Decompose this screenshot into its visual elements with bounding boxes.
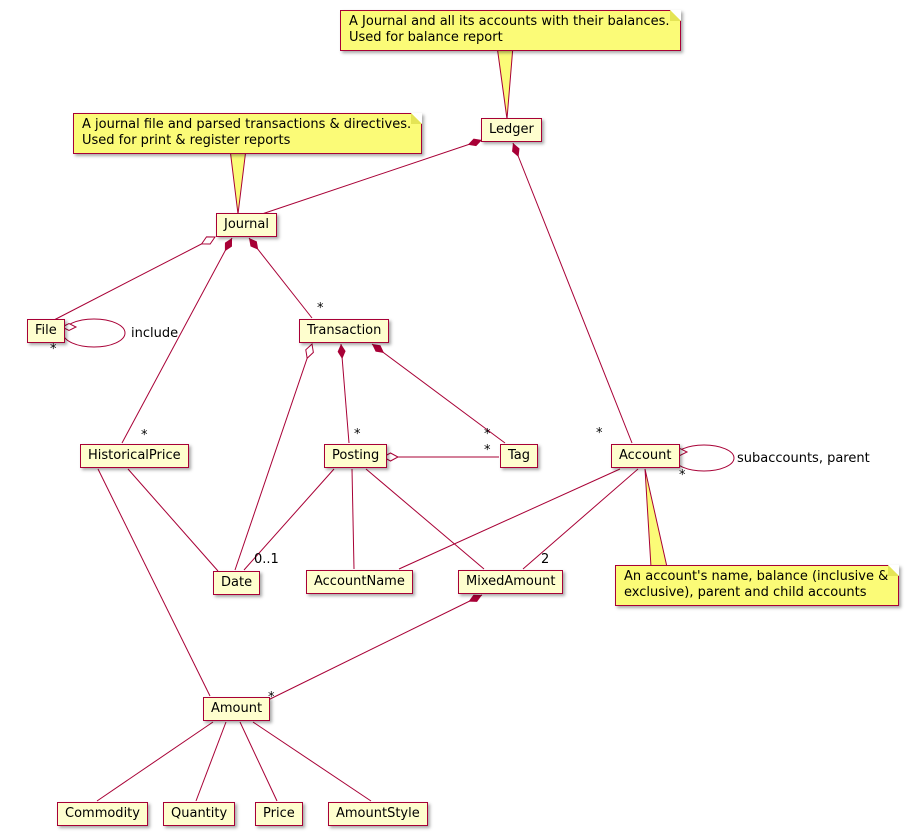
edge-amount-quantity (195, 721, 227, 802)
note-journal-line-2: Used for print & register reports (82, 133, 291, 148)
note-account: An account's name, balance (inclusive & … (615, 565, 900, 606)
class-posting: Posting (324, 444, 388, 468)
class-mixedamount: MixedAmount (458, 570, 564, 594)
class-transaction: Transaction (299, 319, 390, 343)
edge-amount-amountstyle (252, 721, 372, 802)
multiplicity-transaction-posting: * (354, 427, 361, 442)
edge-amount-commodity (96, 721, 214, 802)
class-date: Date (213, 571, 261, 595)
note-ledger-line-1: A Journal and all its accounts with thei… (349, 14, 670, 29)
class-amount: Amount (203, 697, 271, 721)
edge-file-self-loop (62, 318, 126, 348)
class-journal: Journal (216, 213, 277, 237)
multiplicity-file-loop: * (50, 342, 57, 357)
multiplicity-journal-historicalprice: * (141, 428, 148, 443)
edge-label-subaccounts-parent: subaccounts, parent (737, 451, 870, 466)
note-ledger-line-2: Used for balance report (349, 30, 503, 45)
class-account: Account (611, 444, 680, 468)
note-account-line-1: An account's name, balance (inclusive & (624, 569, 889, 584)
multiplicity-account-mixedamount: 2 (541, 552, 549, 567)
multiplicity-posting-tag: * (484, 443, 491, 458)
file-loop-aggregation-diamond-icon (60, 322, 78, 332)
multiplicity-transaction-tag: * (484, 427, 491, 442)
edge-amount-price (239, 721, 278, 802)
edge-ledger-journal (261, 138, 483, 215)
edge-posting-date (243, 468, 335, 571)
edge-journal-historicalprice (121, 237, 233, 444)
multiplicity-account-loop: * (679, 468, 686, 483)
edge-mixedamount-amount (263, 594, 483, 703)
edge-posting-accountname (351, 468, 355, 570)
multiplicity-mixedamount-amount: * (268, 690, 275, 705)
note-tail-ledger (496, 45, 514, 120)
edge-transaction-date (234, 344, 312, 571)
note-tail-account (644, 468, 668, 568)
class-ledger: Ledger (481, 118, 542, 142)
edge-posting-mixedamount (365, 468, 485, 570)
edge-label-include: include (131, 326, 178, 341)
edge-transaction-tag (371, 343, 506, 444)
class-price: Price (255, 802, 303, 826)
note-account-line-2: exclusive), parent and child accounts (624, 585, 867, 600)
class-tag: Tag (500, 444, 539, 468)
edge-transaction-posting (337, 343, 350, 444)
multiplicity-posting-date: 0..1 (254, 552, 279, 567)
class-quantity: Quantity (163, 802, 236, 826)
edge-account-accountname (398, 468, 621, 570)
class-file: File (27, 319, 65, 343)
edge-journal-transaction (248, 237, 313, 319)
class-historicalprice: HistoricalPrice (80, 444, 189, 468)
edge-historicalprice-date (127, 468, 219, 572)
class-amountstyle: AmountStyle (328, 802, 428, 826)
class-accountname: AccountName (306, 570, 413, 594)
edge-ledger-account (512, 142, 633, 444)
multiplicity-journal-transaction: * (317, 301, 324, 316)
class-commodity: Commodity (57, 802, 148, 826)
note-ledger: A Journal and all its accounts with thei… (340, 10, 681, 51)
note-journal: A journal file and parsed transactions &… (73, 113, 423, 154)
note-tail-journal (229, 148, 247, 215)
edge-journal-file (53, 237, 215, 321)
multiplicity-ledger-account: * (596, 426, 603, 441)
edge-historicalprice-amount (97, 468, 211, 697)
note-journal-line-1: A journal file and parsed transactions &… (82, 117, 412, 132)
edge-account-mixedamount (522, 468, 639, 570)
